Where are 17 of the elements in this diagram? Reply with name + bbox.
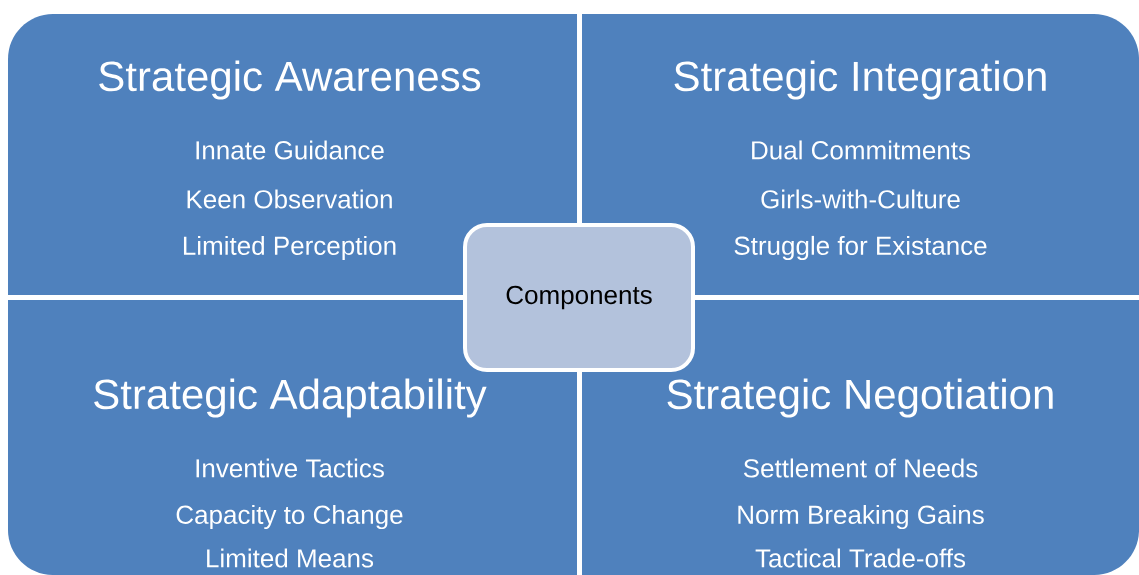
quadrant-title: Strategic Adaptability — [94, 378, 487, 418]
quadrant-title: Strategic Integration — [674, 60, 1046, 100]
item-text: Limited Means — [207, 548, 374, 568]
item-text: Capacity to Change — [176, 504, 403, 530]
item-text: Limited Perception — [183, 235, 396, 261]
item-text: Struggle for Existance — [734, 235, 987, 261]
quadrant-title: Strategic Awareness — [99, 60, 481, 100]
item-text: Dual Commitments — [752, 140, 971, 160]
item-text: Tactical Trade-offs — [755, 548, 966, 568]
item-text: Inventive Tactics — [196, 458, 384, 478]
item-text: Norm Breaking Gains — [738, 504, 984, 530]
item-text: Innate Guidance — [196, 140, 384, 160]
item-text: Settlement of Needs — [743, 458, 978, 478]
center-box: Components — [463, 223, 695, 372]
item-text: Keen Observation — [187, 189, 392, 209]
item-text: Girls-with-Culture — [761, 189, 960, 209]
quadrant-title: Strategic Negotiation — [667, 378, 1053, 418]
